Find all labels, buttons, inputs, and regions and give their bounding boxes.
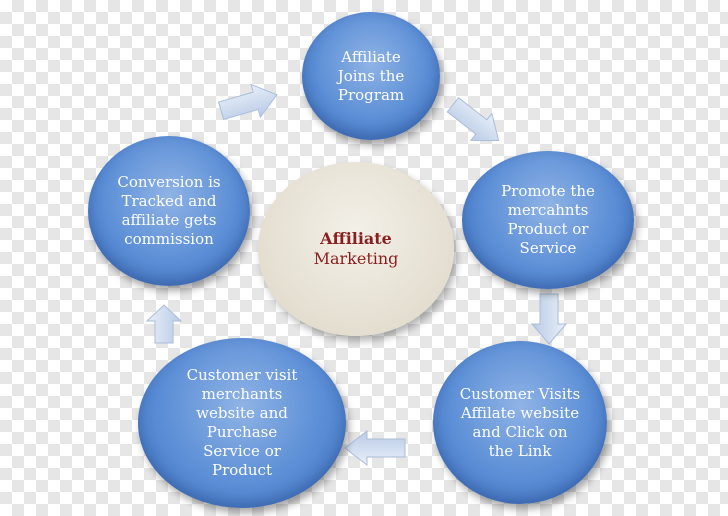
center-title: Affiliate: [320, 229, 392, 248]
arrow-step5-to-step1: [217, 83, 278, 120]
step-label: Customer Visits Affilate website and Cli…: [459, 384, 581, 460]
arrow-step3-to-step4: [344, 429, 406, 467]
step-label: Affiliate Joins the Program: [337, 47, 405, 104]
step-label: Conversion is Tracked and affiliate gets…: [117, 173, 221, 248]
step-label: Promote the mercahnts Product or Service: [501, 182, 595, 257]
step-label: Customer visit merchants website and Pur…: [186, 366, 298, 479]
step-node-customer-visits: Customer Visits Affilate website and Cli…: [433, 341, 607, 504]
arrow-step4-to-step5: [145, 304, 183, 344]
step-node-conversion: Conversion is Tracked and affiliate gets…: [88, 136, 250, 286]
step-node-promote: Promote the mercahnts Product or Service: [462, 151, 634, 289]
center-subtitle: Marketing: [313, 249, 399, 268]
step-node-join-program: Affiliate Joins the Program: [302, 12, 440, 140]
arrow-step1-to-step2: [446, 96, 500, 141]
step-node-customer-purchase: Customer visit merchants website and Pur…: [138, 338, 346, 508]
arrow-step2-to-step3: [530, 293, 568, 345]
center-node: Affiliate Marketing: [258, 162, 454, 336]
